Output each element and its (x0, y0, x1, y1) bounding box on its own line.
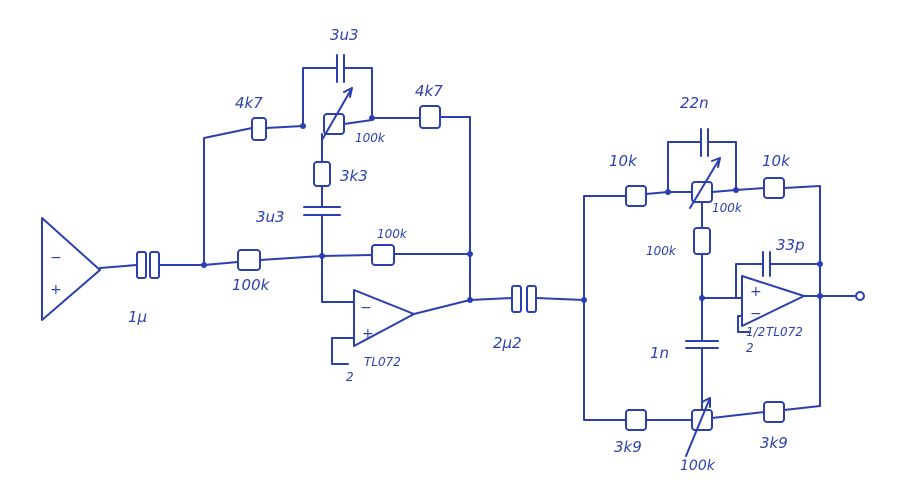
resistor-3k9-right (763, 401, 785, 423)
capacitor-fb1-label: 3u3 (330, 26, 359, 44)
wire (343, 67, 373, 117)
resistor-3k9-right-label: 3k9 (760, 434, 788, 452)
wire (535, 297, 585, 301)
wire (469, 297, 513, 301)
junction-dot (817, 261, 823, 267)
opamp-1: − + (353, 289, 415, 347)
resistor-4k7-right (419, 105, 441, 129)
junction-dot (817, 293, 823, 299)
resistor-100k-mid1 (371, 244, 395, 266)
capacitor-33p-label: 33p (776, 236, 805, 254)
resistor-100k-mid1-label: 100k (377, 227, 408, 241)
pot-100k-top2-label: 100k (712, 201, 743, 215)
wire (302, 67, 337, 127)
wire (783, 185, 821, 407)
capacitor-input (136, 251, 160, 279)
resistor-100k-vert2 (693, 227, 711, 255)
capacitor-mid1-label: 3u3 (256, 208, 285, 226)
input-opamp-plus: + (50, 282, 62, 298)
opamp-2-plus: + (750, 284, 762, 300)
wire (783, 405, 821, 411)
resistor-10k-right-label: 10k (762, 152, 791, 170)
capacitor-fb2 (700, 128, 709, 157)
opamp-1-part-label: TL072 (364, 355, 401, 369)
resistor-4k7-left-label: 4k7 (235, 94, 263, 112)
capacitor-bot2 (685, 340, 719, 349)
pot-arrow (689, 157, 721, 209)
resistor-10k-left (625, 185, 647, 207)
wire (321, 254, 373, 257)
opamp-2-minus: − (750, 306, 762, 322)
pot-100k-bot2-label: 100k (680, 458, 716, 474)
capacitor-fb2-label: 22n (680, 94, 709, 112)
wire (583, 195, 627, 301)
wire (735, 187, 765, 191)
wire (343, 119, 373, 125)
resistor-4k7-left (251, 117, 267, 141)
wire (203, 127, 253, 266)
wire (645, 191, 669, 195)
output-terminal (855, 291, 865, 301)
wire (321, 255, 355, 303)
wire (667, 141, 701, 193)
capacitor-input-label: 1µ (128, 308, 147, 326)
wire (439, 116, 471, 255)
wire (203, 261, 239, 266)
capacitor-bot2-label: 1n (650, 344, 669, 362)
pot-100k-bot2 (691, 409, 713, 431)
resistor-3k9-left-label: 3k9 (614, 438, 642, 456)
opamp-2-prefix-label: 1/2 (746, 325, 765, 339)
opamp-1-pin-label: 2 (346, 370, 354, 384)
wire (259, 255, 323, 261)
pot-arrow (321, 87, 353, 141)
opamp-1-minus: − (360, 300, 372, 316)
opamp-2-pin-label: 2 (746, 341, 754, 355)
resistor-10k-left-label: 10k (609, 152, 638, 170)
wire (265, 125, 304, 129)
input-opamp-minus: − (50, 250, 62, 266)
capacitor-couple-label: 2µ2 (493, 334, 522, 352)
opamp-2: + − (741, 275, 805, 327)
capacitor-fb1 (336, 54, 345, 83)
wire (99, 264, 138, 269)
resistor-100k-in1-label: 100k (232, 276, 271, 294)
resistor-3k3 (313, 161, 331, 187)
wire (707, 141, 737, 191)
wire (711, 411, 765, 419)
resistor-4k7-right-label: 4k7 (415, 82, 443, 100)
pot-arrow (685, 397, 711, 457)
capacitor-33p (762, 251, 771, 277)
input-opamp: − + (41, 217, 101, 321)
wire (583, 299, 627, 421)
resistor-3k9-left (625, 409, 647, 431)
wire (413, 299, 471, 315)
resistor-100k-in1 (237, 249, 261, 271)
ground-1 (331, 337, 355, 365)
ground-2 (737, 315, 751, 333)
resistor-10k-right (763, 177, 785, 199)
resistor-100k-vert2-label: 100k (646, 244, 677, 258)
wire (711, 189, 737, 193)
capacitor-mid1 (303, 206, 341, 216)
resistor-3k3-label: 3k3 (340, 167, 368, 185)
pot-100k-top1-label: 100k (355, 131, 386, 145)
opamp-2-part-label: TL072 (766, 325, 803, 339)
opamp-1-plus: + (362, 326, 374, 342)
wire (735, 263, 763, 299)
capacitor-couple (511, 285, 537, 313)
